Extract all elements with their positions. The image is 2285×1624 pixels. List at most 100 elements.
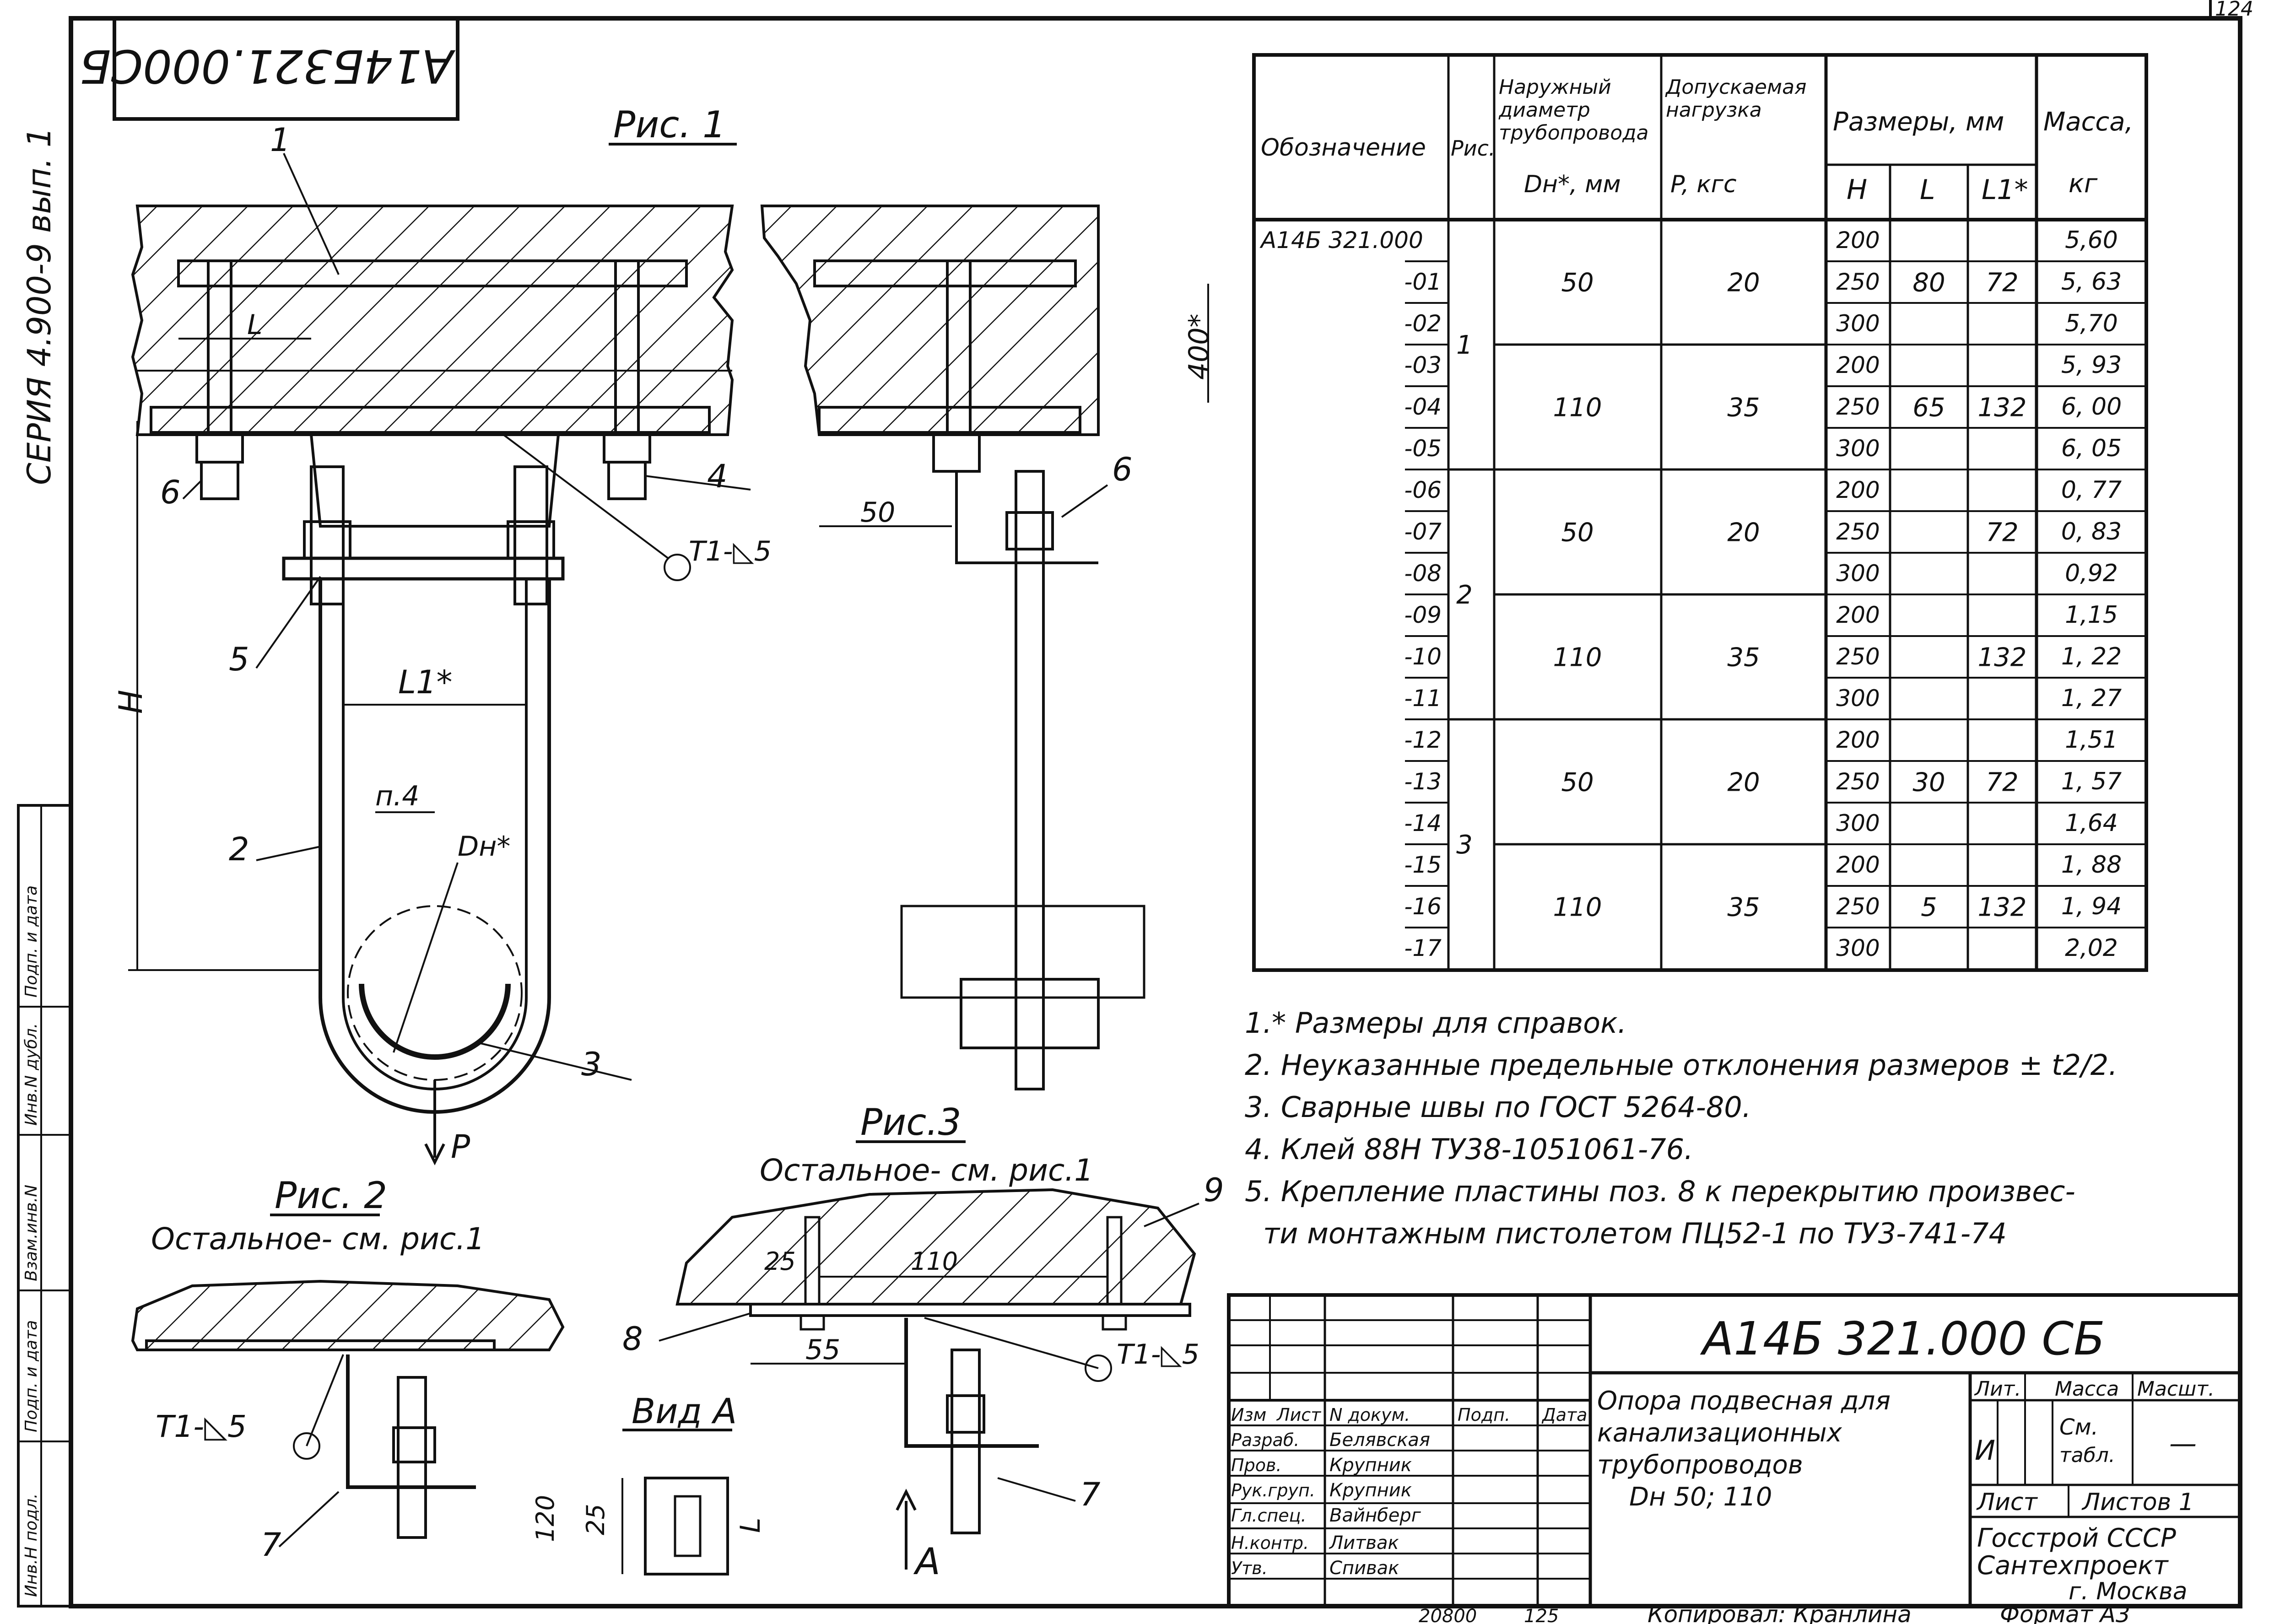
row-designation: -10	[1404, 643, 1442, 670]
fig1-dim-L: L	[247, 309, 262, 341]
tb-col-list: Лист	[1276, 1405, 1322, 1425]
row-mass: 6, 05	[2061, 435, 2122, 462]
figure-1-title: Рис. 1	[613, 103, 726, 146]
group-p: 35	[1727, 643, 1760, 673]
th-diameter-2: трубопровода	[1499, 121, 1649, 145]
row-designation: -13	[1404, 768, 1442, 795]
row-designation: -11	[1404, 685, 1442, 712]
th-load-1: нагрузка	[1666, 98, 1762, 122]
fig3-dim-25: 25	[764, 1247, 796, 1276]
fig1-label-3: 3	[581, 1046, 602, 1083]
row-H: 300	[1836, 685, 1880, 712]
row-H: 300	[1836, 310, 1880, 337]
row-H: 200	[1836, 227, 1880, 254]
row-H: 250	[1836, 394, 1880, 420]
figure-2: Рис. 2 Остальное- см. рис.1 Т1-◺5 7	[131, 1174, 565, 1564]
th-diameter-1: диаметр	[1498, 98, 1590, 122]
tb-lit-value: И	[1975, 1435, 1995, 1467]
th-load-0: Допускаемая	[1665, 76, 1807, 99]
tb-mass-value-0: См.	[2059, 1414, 2098, 1440]
side-stamp-label-4: Подп. и дата	[22, 885, 41, 998]
view-a: Вид А 120 25 L	[531, 1391, 767, 1575]
fig1-side-label-6: 6	[1112, 451, 1133, 488]
fig1-label-4: 4	[707, 458, 728, 495]
tb-scale-label: Масшт.	[2137, 1377, 2215, 1401]
fig1-label-1: 1	[270, 121, 291, 159]
fig3-dim-110: 110	[911, 1247, 958, 1276]
group-p: 35	[1727, 393, 1760, 423]
row-H: 200	[1836, 352, 1880, 378]
row-H: 300	[1836, 435, 1880, 462]
tb-col-doc: N докум.	[1329, 1405, 1410, 1425]
fig1-dim-400: 400*	[1183, 313, 1215, 380]
row-designation: -17	[1404, 935, 1442, 961]
note-1: 1.* Размеры для справок.	[1245, 1006, 1627, 1040]
fig1-weld: Т1-◺5	[689, 535, 772, 567]
group-dn: 110	[1553, 643, 1602, 673]
fig1-dim-H: H	[112, 690, 150, 714]
th-fig: Рис.	[1451, 136, 1496, 161]
tb-col-izm: Изм	[1231, 1405, 1266, 1425]
row-designation: -03	[1404, 352, 1442, 378]
tb-scale-value: —	[2169, 1428, 2197, 1460]
group-L1: 132	[1978, 643, 2027, 673]
fig1-label-5: 5	[229, 641, 249, 678]
staff-name: Крупник	[1329, 1480, 1412, 1501]
side-stamp-label-2: Взам.инв.N	[22, 1185, 41, 1281]
tb-org-2: г. Москва	[2069, 1578, 2188, 1605]
staff-rows: Разраб.БелявскаяПров.КрупникРук.груп.Кру…	[1231, 1430, 1430, 1579]
th-load-2: P, кгс	[1670, 171, 1737, 198]
row-mass: 5, 63	[2061, 268, 2122, 296]
group-fig: 3	[1456, 830, 1473, 860]
group-dn: 50	[1561, 518, 1594, 548]
figure-2-subtitle: Остальное- см. рис.1	[151, 1221, 485, 1257]
group-fig: 2	[1456, 580, 1473, 610]
footer-left-code: 20800	[1419, 1606, 1477, 1624]
sheet-number: 124	[2215, 0, 2253, 21]
row-H: 200	[1836, 727, 1880, 753]
tb-mass-value-1: табл.	[2059, 1444, 2115, 1467]
group-L1: 132	[1978, 393, 2027, 423]
fig1-load-P: P	[451, 1128, 470, 1165]
group-fig: 1	[1456, 330, 1473, 360]
staff-role: Рук.груп.	[1231, 1480, 1315, 1500]
staff-role: Пров.	[1231, 1455, 1281, 1475]
staff-role: Гл.спец.	[1231, 1505, 1307, 1526]
stamp-code-box: А14Б321.000СБ	[80, 16, 459, 121]
fig1-label-6: 6	[160, 474, 181, 511]
group-p: 20	[1727, 518, 1760, 548]
row-H: 200	[1836, 602, 1880, 628]
fig1-dim-p4: п.4	[375, 780, 419, 812]
figure-1: Рис. 1 H L	[112, 103, 772, 1165]
group-dn: 110	[1553, 393, 1602, 423]
staff-name: Вайнберг	[1329, 1505, 1421, 1526]
group-dn: 50	[1561, 768, 1594, 798]
title-block: Изм Лист N докум. Подп. Дата Разраб.Беля…	[1227, 1293, 2242, 1608]
tb-sheets-label: Листов 1	[2081, 1489, 2194, 1516]
row-designation: А14Б 321.000	[1259, 227, 1423, 254]
group-p: 35	[1727, 893, 1760, 923]
th-L: L	[1920, 174, 1935, 206]
row-mass: 0, 83	[2061, 518, 2122, 545]
tb-org-0: Госстрой СССР	[1977, 1523, 2176, 1553]
view-a-dim-25: 25	[581, 1504, 610, 1535]
fig3-label-9: 9	[1204, 1171, 1224, 1209]
row-designation: -15	[1404, 852, 1442, 878]
note-4: 4. Клей 88Н ТУ38-1051061-76.	[1245, 1133, 1693, 1166]
th-mass-1: кг	[2069, 169, 2098, 199]
row-mass: 1, 57	[2061, 768, 2122, 795]
side-stamp-label-1: Подп. и дата	[22, 1320, 41, 1432]
view-a-title: Вид А	[632, 1391, 737, 1431]
group-dn: 50	[1561, 268, 1594, 298]
row-mass: 1, 94	[2061, 893, 2122, 920]
tb-name-1: канализационных	[1597, 1418, 1842, 1448]
group-L: 5	[1921, 893, 1937, 923]
row-H: 250	[1836, 643, 1880, 670]
row-H: 300	[1836, 810, 1880, 836]
row-mass: 0, 77	[2061, 476, 2122, 504]
row-H: 300	[1836, 935, 1880, 961]
fig1-dim-dn: Dн*	[458, 831, 510, 863]
group-p: 20	[1727, 268, 1760, 298]
